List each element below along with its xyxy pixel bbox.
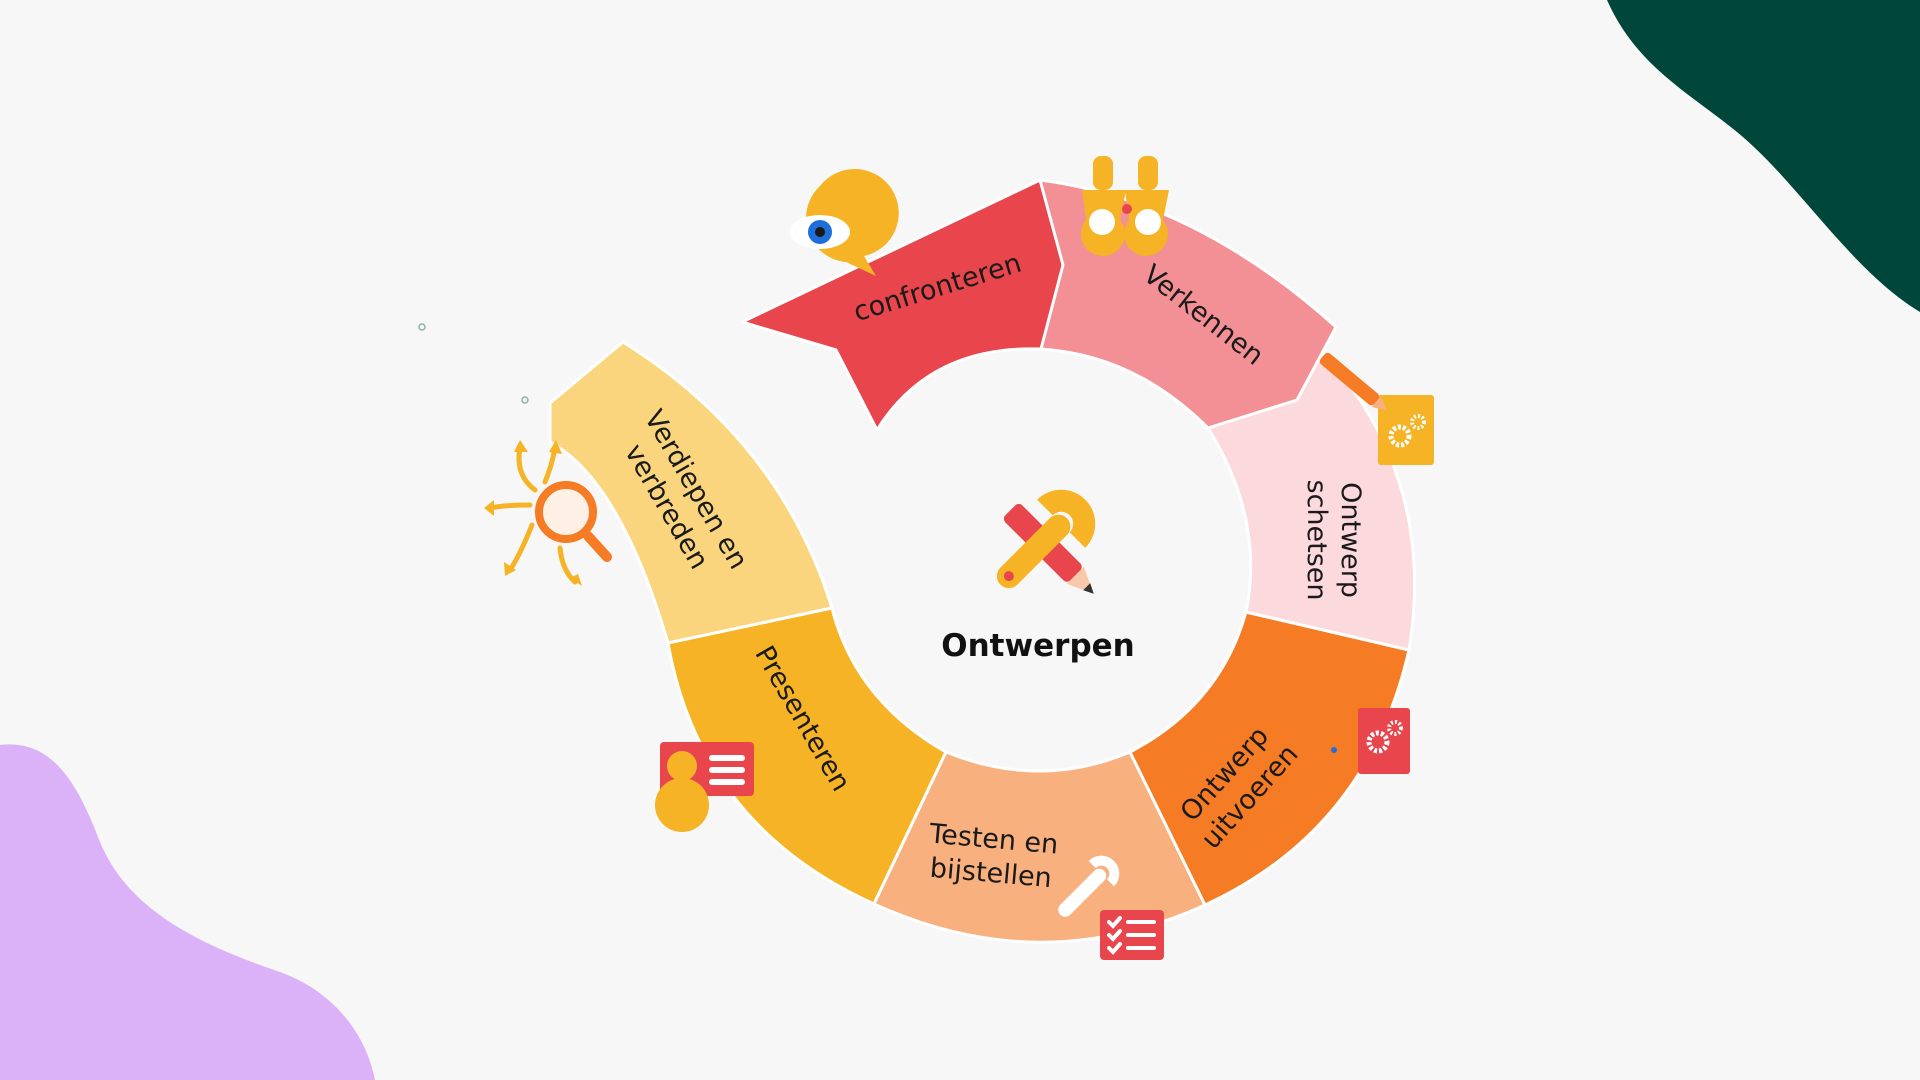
cycle-segments <box>548 178 1416 944</box>
blob-bottom-left <box>0 744 375 1080</box>
magnifier-arrows-icon <box>484 440 612 586</box>
center-title: Ontwerpen <box>941 628 1134 664</box>
pencil-wrench-icon <box>996 489 1096 594</box>
decor-dot-2 <box>521 396 529 404</box>
eye-speech-bubble-icon <box>790 168 899 276</box>
blob-top-right <box>1607 0 1920 312</box>
label-ontwerp-schetsen-line2: schetsen <box>1301 479 1332 600</box>
binoculars-icon <box>1081 156 1169 256</box>
segment-confronteren <box>740 178 1065 432</box>
segment-presenteren <box>666 606 948 906</box>
decor-dot-1 <box>418 323 426 331</box>
pencil-gears-icon <box>1319 352 1434 465</box>
person-card-icon <box>655 742 754 832</box>
label-ontwerp-schetsen-line1: Ontwerp <box>1335 482 1366 598</box>
segment-testen <box>872 750 1207 944</box>
wrench-checklist-icon <box>1058 855 1164 960</box>
label-ontwerp-schetsen: Ontwerp schetsen <box>1301 479 1366 600</box>
wrench-gears-icon <box>1316 672 1410 774</box>
